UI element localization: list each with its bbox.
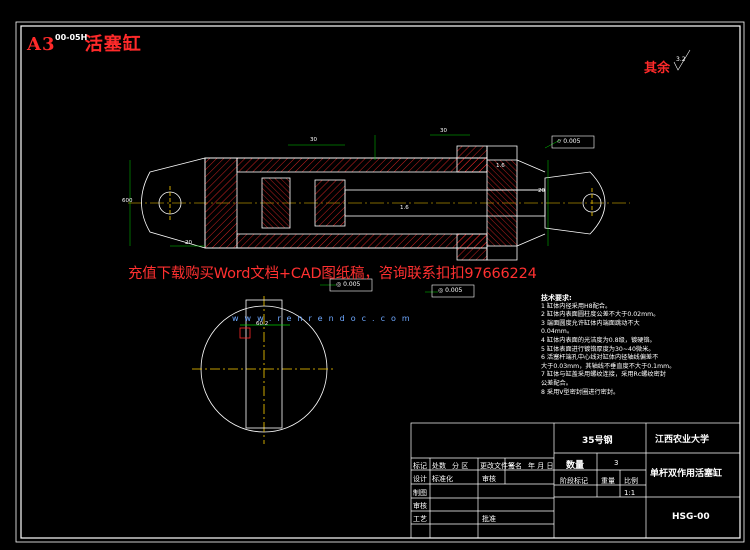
notes-line: 3 端面圆度允许缸体内端面跳动不大	[541, 319, 640, 327]
process-label: 工艺	[413, 515, 427, 523]
tolerance-frame-1	[551, 135, 595, 149]
drawing-code: 00-05H	[55, 33, 88, 42]
roughness-label: 其余	[644, 61, 671, 76]
dimension-2: 1.6	[400, 205, 409, 211]
sheet-outer-border	[15, 21, 745, 543]
cylinder-section	[204, 145, 546, 261]
sheet-title: A3 活塞缸	[27, 34, 142, 55]
quantity-value: 3	[614, 459, 619, 467]
quantity-label: 数量	[566, 461, 585, 471]
notes-line: 5 缸体表面进行镀铬厚度为30~40微米。	[541, 345, 655, 353]
notes-line: 公差配合。	[541, 379, 572, 387]
row-label-sign: 签名	[508, 462, 522, 470]
row-label-change: 更改文件号	[480, 462, 515, 470]
dimension-6: 20	[538, 188, 545, 194]
section-view	[192, 296, 336, 444]
school-name: 江西农业大学	[655, 435, 710, 445]
dimension-8: 60.2	[256, 321, 269, 327]
roughness-symbol-icon	[673, 49, 691, 71]
notes-line: 8 采用V型密封圈进行密封。	[541, 388, 620, 396]
part-name: 单杆双作用活塞缸	[650, 469, 723, 479]
title-block-grid	[410, 422, 741, 539]
tolerance-value-1: ⌭ 0.005	[557, 138, 581, 145]
notes-line: 1 缸体内径采用H8配合。	[541, 302, 612, 310]
notes-heading: 技术要求:	[541, 294, 572, 302]
approve-label: 批准	[482, 515, 496, 523]
tolerance-frame-2	[329, 278, 373, 292]
draw-label: 制图	[413, 489, 427, 497]
clevis-right	[544, 171, 606, 235]
tolerance-frame-3	[431, 284, 475, 298]
notes-line: 7 缸体与缸盖采用螺纹连接，采用Rc螺纹密封	[541, 371, 666, 379]
row-label-zone: 分 区	[452, 462, 469, 470]
sheet-inner-border	[20, 25, 741, 539]
material-label: 35号钢	[582, 436, 613, 446]
notes-line: 大于0.03mm，其轴线不垂直度不大于0.1mm。	[541, 362, 676, 370]
row-label-mark: 标记	[413, 462, 427, 470]
weight-label: 重量	[601, 477, 615, 485]
notes-line: 2 缸体内表面圆柱度公差不大于0.02mm。	[541, 311, 660, 319]
check-label-2: 审核	[413, 502, 427, 510]
dimension-1: 30	[310, 137, 317, 143]
scale-value: 1:1	[624, 489, 636, 497]
notes-line: 0.04mm。	[541, 328, 574, 336]
notes-line: 6 活塞杆端孔中心线对缸体内径轴线偏差不	[541, 354, 659, 362]
tolerance-value-2: ◎ 0.005	[336, 281, 361, 288]
tolerance-value-3: ◎ 0.005	[438, 287, 463, 294]
notes-line: 4 缸体内表面的光洁度为0.8级，镀硬铬。	[541, 336, 656, 344]
row-label-date: 年 月 日	[528, 462, 554, 470]
stage-label: 阶段标记	[560, 477, 588, 485]
dimension-4: 30	[440, 128, 447, 134]
scale-label: 比例	[624, 477, 638, 485]
check-label: 审核	[482, 475, 496, 483]
technical-notes: 技术要求: 1 缸体内径采用H8配合。 2 缸体内表面圆柱度公差不大于0.02m…	[541, 294, 675, 397]
dimension-3: 20	[185, 240, 192, 246]
dimension-7: 1.6	[496, 163, 505, 169]
dimension-lines	[129, 134, 561, 293]
design-label: 设计	[413, 475, 427, 483]
dimension-5: 600	[122, 198, 133, 204]
drawing-number: HSG-00	[672, 512, 710, 522]
std-label: 标准化	[432, 475, 453, 483]
clevis-left	[141, 157, 206, 249]
roughness-value: 3.2	[676, 56, 686, 63]
watermark-url: www.renrendoc.com	[232, 314, 416, 323]
row-label-count: 处数	[432, 462, 446, 470]
watermark-text: 充值下载购买Word文档+CAD图纸稿，咨询联系扣扣97666224	[128, 266, 537, 282]
